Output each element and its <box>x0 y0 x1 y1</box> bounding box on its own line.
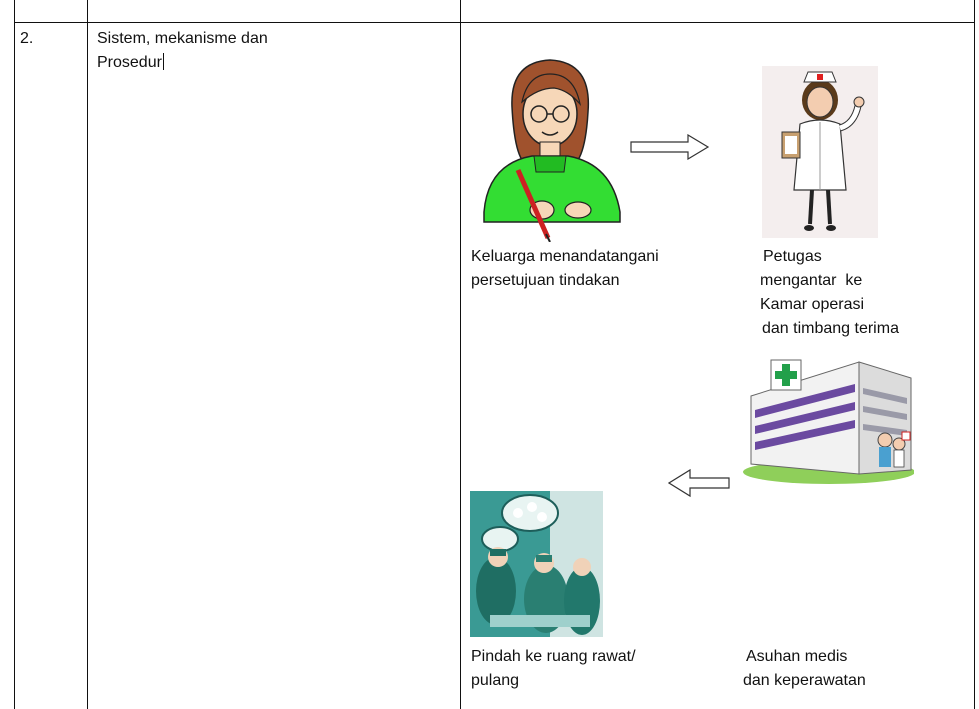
step1-caption-line1: Keluarga menandatangani <box>471 248 659 265</box>
arrow-right-icon <box>630 134 710 160</box>
table-border-left <box>14 0 15 709</box>
row-number: 2. <box>20 30 34 47</box>
step4-caption-line1: Pindah ke ruang rawat/ <box>471 648 636 665</box>
nurse-icon <box>762 66 878 238</box>
step1-caption-line2: persetujuan tindakan <box>471 272 620 289</box>
step3-caption-line1: Asuhan medis <box>746 648 848 665</box>
table-border-right <box>974 0 975 709</box>
table-row-divider <box>14 22 975 23</box>
row-title-line2: Prosedur <box>97 53 164 71</box>
step2-caption-line4: dan timbang terima <box>762 320 899 337</box>
step2-caption-line3: Kamar operasi <box>760 296 865 313</box>
step2-caption-line2: mengantar ke <box>760 272 863 289</box>
table-border-col1 <box>87 0 88 709</box>
row-title-line1: Sistem, mekanisme dan <box>97 30 268 47</box>
step3-caption-line2: dan keperawatan <box>743 672 866 689</box>
woman-signing-icon <box>470 52 630 242</box>
step2-caption-line1: Petugas <box>763 248 822 265</box>
hospital-building-icon <box>739 344 914 488</box>
step4-caption-line2: pulang <box>471 672 520 689</box>
text-cursor <box>162 53 164 70</box>
operating-room-photo <box>470 491 603 637</box>
arrow-left-icon <box>668 468 730 498</box>
table-border-col2 <box>460 0 461 709</box>
